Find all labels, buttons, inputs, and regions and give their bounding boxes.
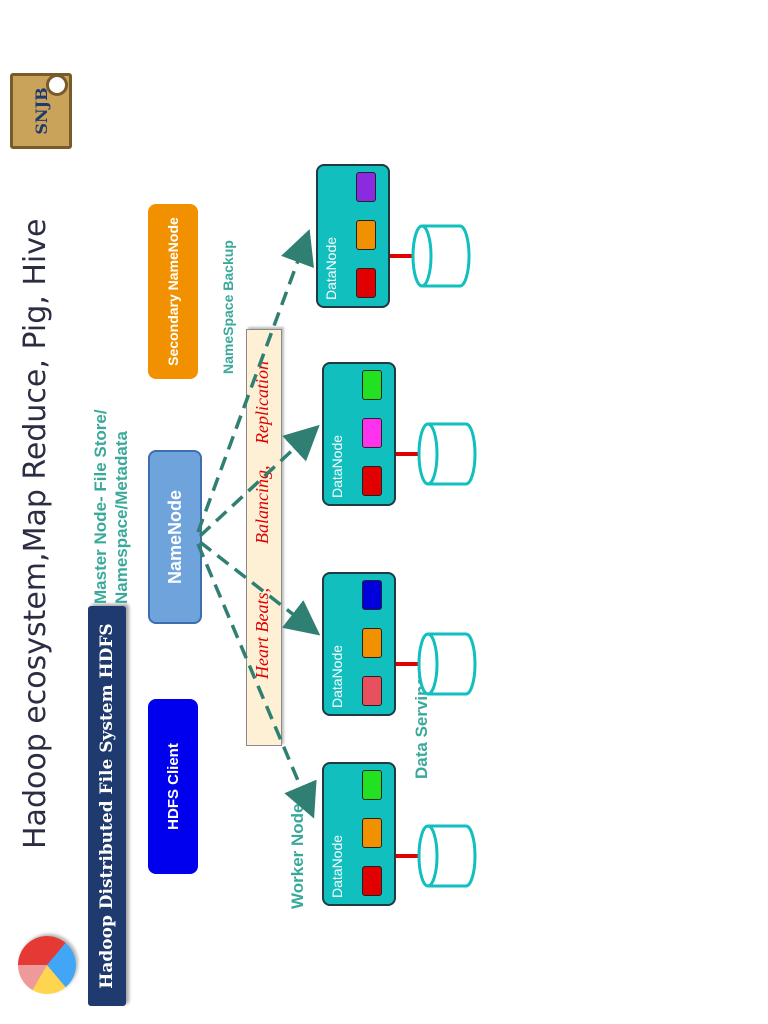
arrow-to-datanode-4 xyxy=(196,229,314,533)
arrow-to-datanode-1 xyxy=(196,543,317,819)
disk-icon xyxy=(417,422,477,486)
disk-icon xyxy=(417,632,477,696)
data-block xyxy=(362,676,382,706)
data-block xyxy=(362,628,382,658)
data-block xyxy=(362,580,382,610)
arrow-to-datanode-2 xyxy=(198,540,321,636)
disks xyxy=(411,224,477,888)
datanode-label: DataNode xyxy=(329,644,345,708)
datanode-label: DataNode xyxy=(323,236,339,300)
data-block xyxy=(356,172,376,202)
data-block xyxy=(362,418,382,448)
data-block xyxy=(362,866,382,896)
arrow-to-datanode-3 xyxy=(198,424,320,538)
data-block xyxy=(356,220,376,250)
datanode-2: DataNode xyxy=(322,572,396,716)
datanode-label: DataNode xyxy=(329,834,345,898)
datanode-1: DataNode xyxy=(322,762,396,906)
data-block xyxy=(362,370,382,400)
data-block xyxy=(356,268,376,298)
data-block xyxy=(362,466,382,496)
disk-icon xyxy=(411,224,471,288)
disk-icon xyxy=(417,824,477,888)
datanode-4: DataNode xyxy=(316,164,390,308)
disk-links xyxy=(386,254,418,858)
data-block xyxy=(362,818,382,848)
datanode-3: DataNode xyxy=(322,362,396,506)
namenode-arrows xyxy=(196,229,321,819)
data-block xyxy=(362,770,382,800)
datanode-label: DataNode xyxy=(329,434,345,498)
